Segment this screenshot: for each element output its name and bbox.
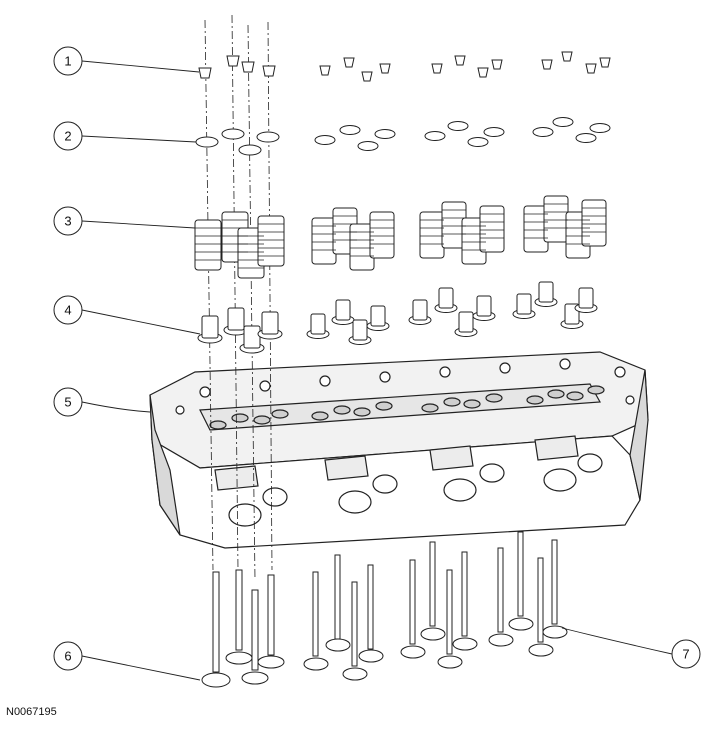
callout-4: 4 <box>53 295 83 325</box>
valve-stem-seals <box>197 281 598 354</box>
callout-1: 1 <box>53 46 83 76</box>
callout-2: 2 <box>53 121 83 151</box>
callout-1-label: 1 <box>64 54 71 69</box>
callout-7-label: 7 <box>682 647 689 662</box>
spring-retainers <box>195 117 611 156</box>
assembly-axis-lines <box>204 14 273 581</box>
valve-springs <box>194 195 607 279</box>
cylinder-head <box>149 351 649 549</box>
valves <box>201 531 568 688</box>
callout-5: 5 <box>53 387 83 417</box>
callout-4-label: 4 <box>64 303 71 318</box>
callout-3: 3 <box>53 206 83 236</box>
callout-5-label: 5 <box>64 395 71 410</box>
callout-3-label: 3 <box>64 214 71 229</box>
callout-7: 7 <box>671 639 701 669</box>
valve-collets <box>198 51 611 82</box>
callout-leaders <box>81 60 673 681</box>
callout-2-label: 2 <box>64 129 71 144</box>
callout-6-label: 6 <box>64 649 71 664</box>
callout-6: 6 <box>53 641 83 671</box>
figure-id: N0067195 <box>6 706 57 718</box>
